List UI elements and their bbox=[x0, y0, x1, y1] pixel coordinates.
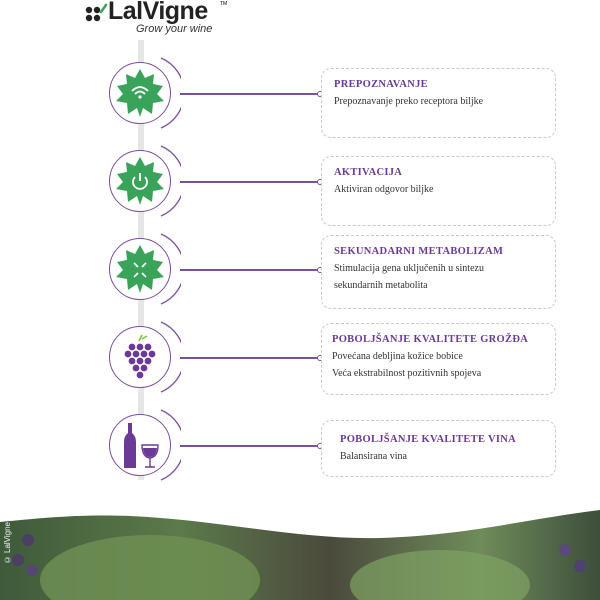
step-title: SEKUNADARNI METABOLIZAM bbox=[334, 246, 504, 257]
logo: LalVigne TM Grow your wine bbox=[84, 0, 234, 38]
grapes-icon bbox=[109, 326, 171, 388]
step-title: PREPOZNAVANJE bbox=[334, 79, 428, 90]
outer-arc bbox=[160, 321, 181, 393]
vineyard-photo bbox=[0, 500, 600, 600]
logo-trademark: TM bbox=[220, 1, 228, 7]
step-title: POBOLJŠANJE KVALITETE GROŽĐA bbox=[332, 334, 529, 345]
outer-arc bbox=[160, 145, 181, 217]
step-description: Stimulacija gena uključenih u sintezu bbox=[334, 263, 484, 274]
outer-arc bbox=[160, 57, 181, 129]
connector-line bbox=[180, 445, 320, 447]
logo-mark-icon bbox=[85, 3, 108, 22]
wine-bottle-glass-icon bbox=[109, 414, 171, 476]
logo-name: LalVigne bbox=[108, 0, 208, 25]
connector-line bbox=[180, 357, 320, 359]
step-description: Balansirana vina bbox=[340, 451, 407, 462]
step-box: POBOLJŠANJE KVALITETE VINA Balansirana v… bbox=[321, 420, 556, 477]
outer-arc bbox=[160, 233, 181, 305]
step-title: POBOLJŠANJE KVALITETE VINA bbox=[340, 434, 517, 445]
step-box: AKTIVACIJA Aktiviran odgovor biljke bbox=[321, 156, 556, 226]
step-box: POBOLJŠANJE KVALITETE GROŽĐA Povećana de… bbox=[321, 323, 556, 395]
leaf-wifi-icon bbox=[109, 62, 171, 124]
step-description: Aktiviran odgovor biljke bbox=[334, 184, 434, 195]
step-box: PREPOZNAVANJE Prepoznavanje preko recept… bbox=[321, 68, 556, 138]
leaf-arrows-icon bbox=[109, 238, 171, 300]
connector-line bbox=[180, 181, 320, 183]
step-description: Veća ekstrabilnost pozitivnih spojeva bbox=[332, 368, 482, 379]
step-description: Prepoznavanje preko receptora biljke bbox=[334, 96, 484, 107]
step-title: AKTIVACIJA bbox=[334, 167, 403, 178]
copyright-text: © LalVigne bbox=[3, 522, 12, 565]
step-description: Povećana debljina kožice bobice bbox=[332, 351, 463, 362]
connector-line bbox=[180, 93, 320, 95]
outer-arc bbox=[160, 409, 181, 481]
connector-line bbox=[180, 269, 320, 271]
leaf-power-icon bbox=[109, 150, 171, 212]
step-box: SEKUNADARNI METABOLIZAM Stimulacija gena… bbox=[321, 235, 556, 309]
step-description: sekundarnih metabolita bbox=[334, 280, 428, 291]
logo-tagline: Grow your wine bbox=[136, 23, 213, 35]
